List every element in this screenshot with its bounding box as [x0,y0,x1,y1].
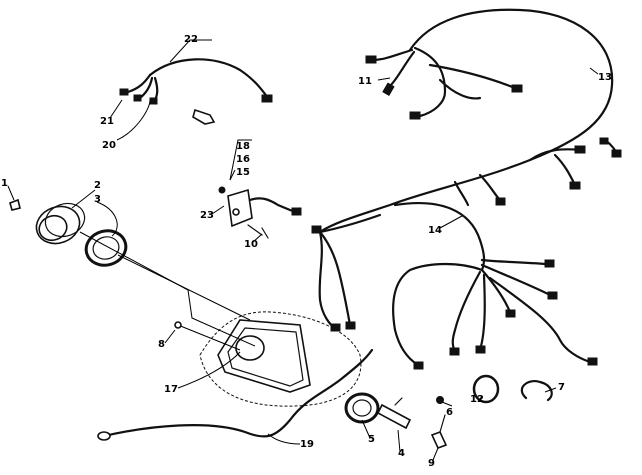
screw-1 [9,198,21,211]
callout-4: 4 [398,448,405,459]
callout-9: 9 [428,458,435,469]
callout-5: 5 [368,434,375,445]
gauge-2 [35,202,86,245]
cable-19 [97,348,374,441]
callout-1: 1 [1,178,8,189]
callout-20: 20 [102,140,116,151]
probe-9 [430,414,448,450]
dash-panel-17 [199,311,362,407]
callout-2: 2 [94,180,101,191]
callout-numbers: 1 2 3 22 21 20 18 16 15 23 10 11 13 14 8… [1,34,612,469]
screw-8 [174,321,182,329]
callout-16: 16 [236,154,250,165]
callout-15: 15 [236,167,250,178]
callout-11: 11 [358,76,372,87]
connector-18 [192,108,216,125]
switch-assembly [218,186,302,236]
callout-8: 8 [158,339,165,350]
ring-12 [472,374,500,404]
callout-21: 21 [100,116,114,127]
callout-13: 13 [598,72,612,83]
grommet-5 [344,392,380,424]
callout-7: 7 [558,382,565,393]
bezel-ring-3 [84,229,128,267]
screw-10 [261,227,269,239]
sensor-4 [376,397,412,430]
callout-10: 10 [244,239,258,250]
callout-14: 14 [428,225,442,236]
callout-22: 22 [184,34,198,45]
main-harness-lower [311,201,598,370]
snap-ring-7 [520,380,553,402]
callout-12: 12 [470,394,484,405]
alignment-lines [79,231,256,351]
callout-leaders [7,39,599,461]
small-harness [119,58,273,105]
nut-6 [436,396,444,404]
main-harness-upper [318,8,622,234]
callout-17: 17 [164,384,178,395]
callout-6: 6 [446,407,453,418]
callout-18: 18 [236,141,250,152]
callout-19: 19 [300,439,314,450]
callout-3: 3 [94,194,101,205]
callout-23: 23 [200,210,214,221]
